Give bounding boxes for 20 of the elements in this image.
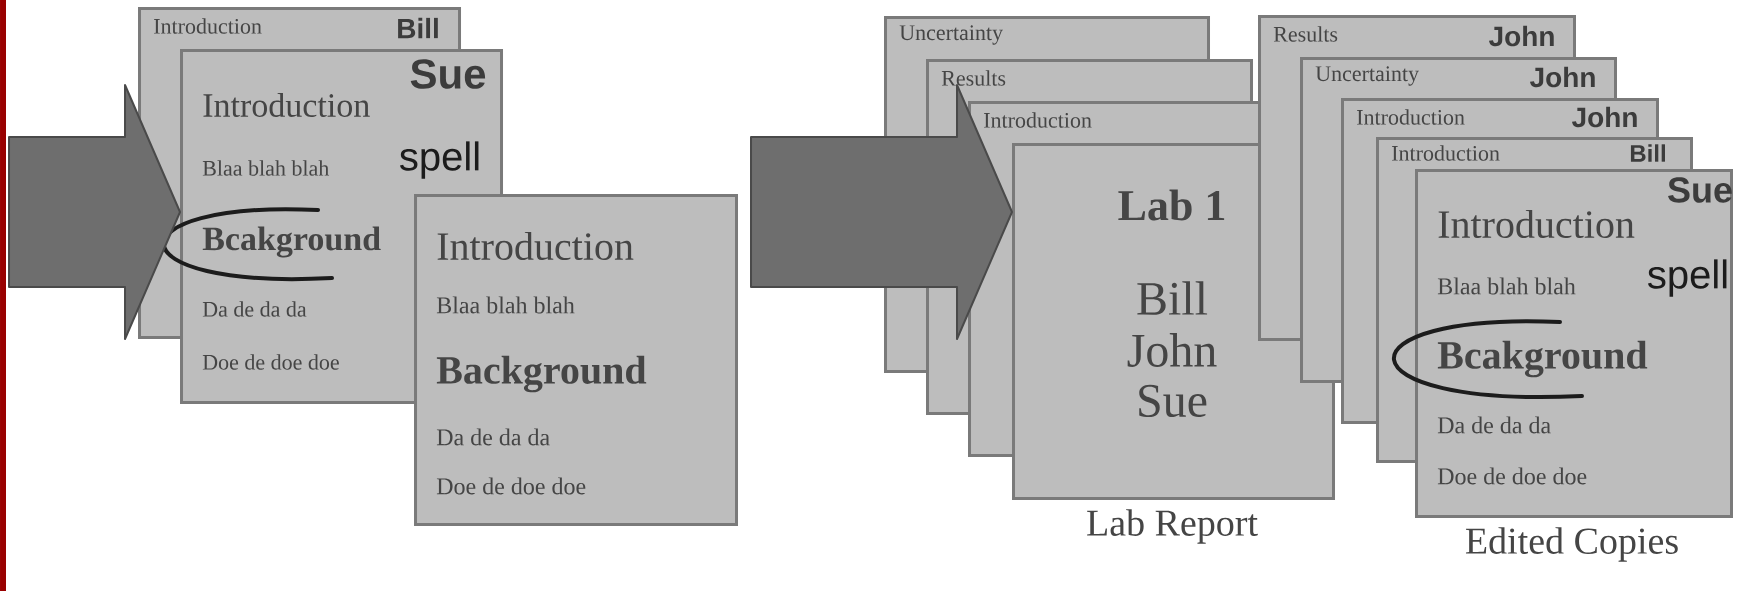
page-heading: Results [941,70,1006,86]
handwritten-name: John [1530,66,1595,88]
page-heading: Introduction [1392,145,1500,161]
page-heading: Introduction [1357,109,1465,125]
block-arrow [8,84,181,340]
handwritten-name: John [1489,25,1554,47]
handwritten-note: spell [400,141,479,179]
handwritten-name: Sue [1668,177,1732,203]
stack-label: Lab Report [1087,509,1258,544]
block-arrow [750,84,1013,340]
page-heading: Uncertainty [899,25,1003,45]
handwritten-name: Sue [410,59,486,89]
stack-label: Edited Copies [1466,527,1678,562]
handwritten-name: John [1572,106,1637,128]
page-heading: Results [1273,26,1338,42]
page-heading: Uncertainty [1315,66,1419,86]
document-page: Introduction Blaa blah blah Background Da de da da Doe de doe doe [414,194,738,526]
handwritten-note: spell [1648,259,1727,297]
page-heading: Introduction [984,112,1092,128]
page-heading: Introduction [154,18,262,34]
